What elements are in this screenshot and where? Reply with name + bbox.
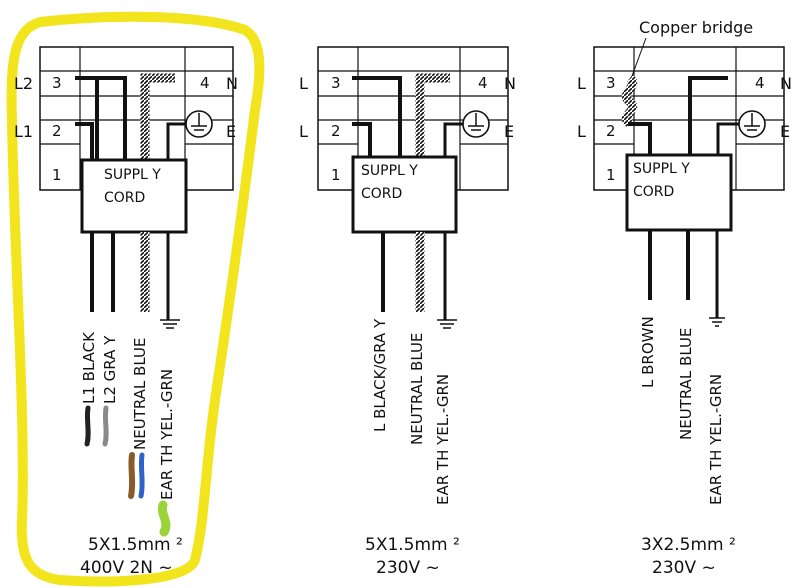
terminal-number: 2 bbox=[331, 122, 341, 140]
terminal-left-label: L bbox=[577, 74, 586, 93]
terminal-left-label: L2 bbox=[14, 74, 34, 93]
terminal-number: 2 bbox=[52, 122, 62, 140]
green-yellow-swatch bbox=[157, 500, 171, 537]
terminal-number: 1 bbox=[331, 166, 341, 184]
cable-spec: 5X1.5mm ² bbox=[365, 535, 460, 555]
terminal-number: 4 bbox=[755, 74, 765, 92]
voltage-label: 230V ~ bbox=[376, 558, 440, 578]
highlight-outline bbox=[6, 11, 265, 587]
diagram-1 bbox=[39, 46, 234, 537]
terminal-number: 3 bbox=[606, 74, 616, 92]
cable-spec: 5X1.5mm ² bbox=[88, 535, 183, 555]
wire-label: L BLACK/GRA Y bbox=[371, 318, 389, 432]
voltage-label: 230V ~ bbox=[652, 558, 716, 578]
wire-label: NEUTRAL BLUE bbox=[408, 332, 426, 445]
cord-label: SUPPL Y bbox=[361, 163, 418, 179]
brown-swatch bbox=[128, 452, 136, 499]
terminal-number: 4 bbox=[200, 74, 210, 92]
gray-swatch bbox=[102, 405, 109, 447]
black-swatch bbox=[84, 405, 91, 447]
wire-label: NEUTRAL BLUE bbox=[131, 337, 149, 450]
wire-label: L BROWN bbox=[639, 316, 657, 388]
wire-label: L2 GRA Y bbox=[101, 335, 119, 404]
terminal-number: 3 bbox=[52, 74, 62, 92]
cord-label: SUPPL Y bbox=[104, 167, 161, 183]
wire-label: NEUTRAL BLUE bbox=[677, 327, 695, 440]
wire-label: EAR TH YEL.-GRN bbox=[158, 368, 176, 500]
cord-label: SUPPL Y bbox=[633, 161, 690, 177]
terminal-left-label: L1 bbox=[14, 122, 34, 141]
cord-label: CORD bbox=[104, 190, 146, 206]
terminal-number: 2 bbox=[606, 122, 616, 140]
blue-swatch bbox=[138, 452, 145, 499]
terminal-number: 4 bbox=[478, 74, 488, 92]
copper-bridge-label: Copper bridge bbox=[639, 18, 754, 37]
terminal-right-label: N bbox=[504, 74, 516, 93]
terminal-right-label: N bbox=[226, 74, 238, 93]
wire-label: L1 BLACK bbox=[80, 332, 98, 404]
terminal-right-label: E bbox=[780, 122, 791, 141]
wire-label: EAR TH YEL.-GRN bbox=[434, 373, 452, 505]
terminal-right-label: E bbox=[226, 122, 237, 141]
terminal-right-label: N bbox=[780, 74, 792, 93]
terminal-right-label: E bbox=[504, 122, 515, 141]
terminal-number: 1 bbox=[52, 166, 62, 184]
terminal-left-label: L bbox=[577, 122, 586, 141]
terminal-number: 3 bbox=[331, 74, 341, 92]
wire-label: EAR TH YEL.-GRN bbox=[707, 373, 725, 505]
terminal-left-label: L bbox=[299, 122, 308, 141]
cord-label: CORD bbox=[361, 186, 403, 202]
terminal-left-label: L bbox=[299, 74, 308, 93]
terminal-number: 1 bbox=[606, 166, 616, 184]
cable-spec: 3X2.5mm ² bbox=[641, 535, 736, 555]
voltage-label: 400V 2N ~ bbox=[80, 558, 173, 578]
copper-bridge bbox=[621, 74, 638, 128]
diagram-2 bbox=[317, 46, 509, 329]
cord-label: CORD bbox=[633, 184, 675, 200]
